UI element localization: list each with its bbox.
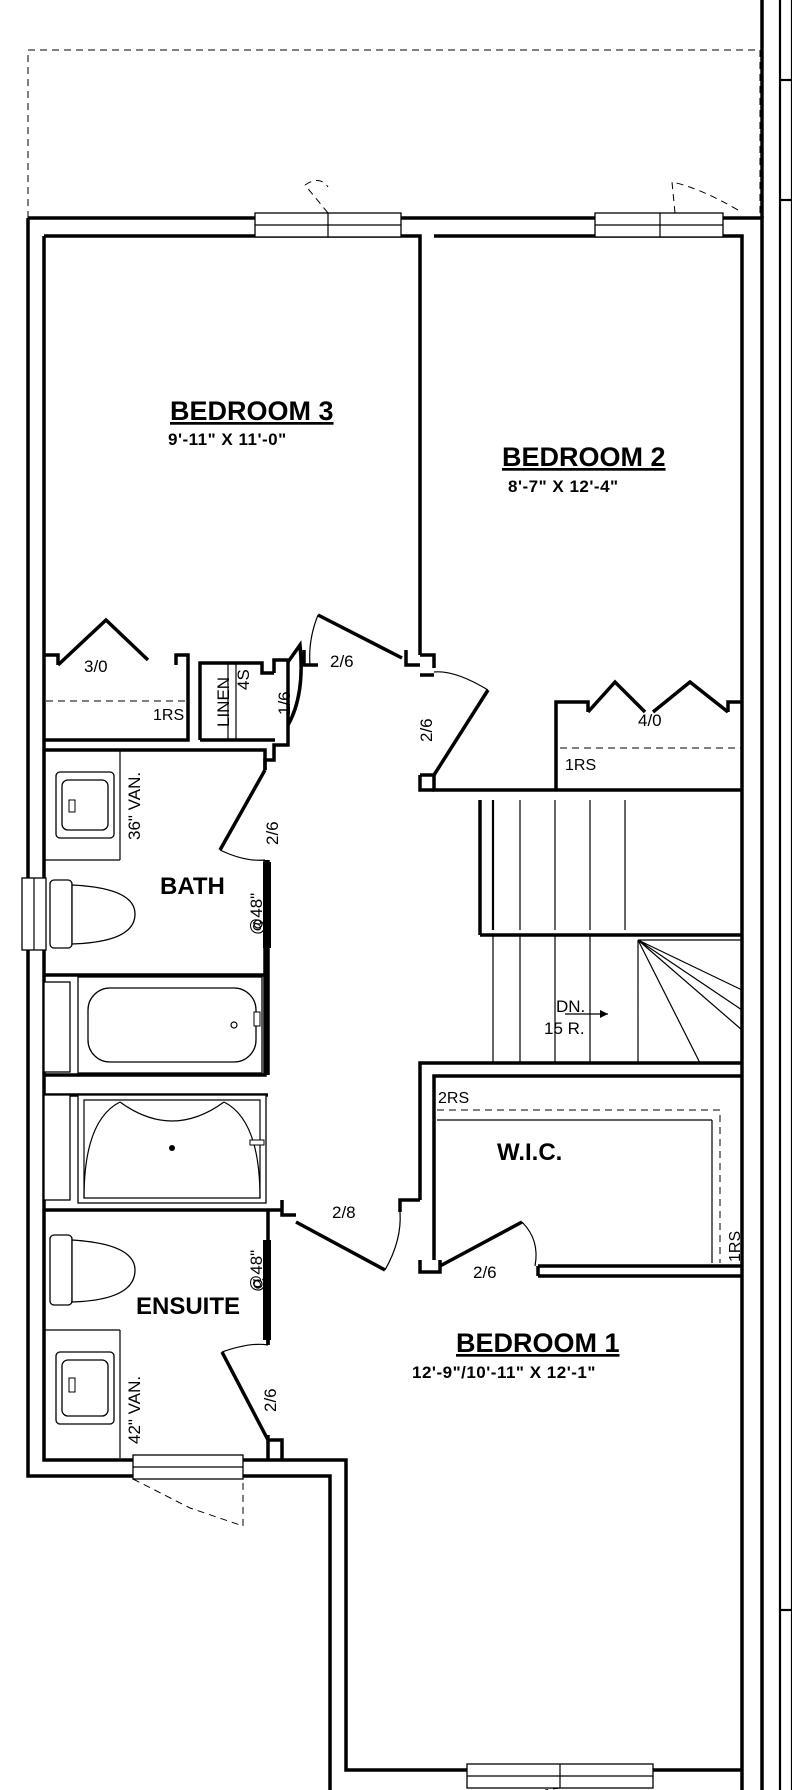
room-name-bedroom2: BEDROOM 2 [502,442,666,472]
door-label-bedroom2: 2/6 [417,718,436,742]
toilet-icon [49,879,136,949]
rod-label-wic-side: 1RS [727,1231,744,1262]
door-bath [218,769,267,861]
stair-direction-label: DN. [556,997,585,1016]
door-label-bedroom3: 2/6 [330,652,354,671]
window-bath [21,877,47,951]
ensuite-grab-label: @48" [247,1250,266,1292]
window-ensuite [132,1454,244,1527]
door-ensuite-wc [220,1343,284,1460]
shower-icon [43,1094,267,1204]
grab-bar-ensuite [253,1240,271,1340]
door-label-wic: 2/6 [473,1263,497,1282]
bath-wall [44,748,268,1097]
rod-label-closet3: 1RS [153,707,184,724]
linen-closet [198,661,275,742]
rod-label-closet2: 1RS [565,757,596,774]
closet-bedroom3 [44,617,190,742]
door-wic [439,1220,537,1268]
bedroom2-wall-south [420,653,436,677]
room-name-bedroom3: BEDROOM 3 [170,396,334,426]
linen-shelves-label: 4S [234,669,253,690]
stair-risers-label: 15 R. [544,1019,585,1038]
staircase [478,800,743,1064]
door-ensuite-entry [295,1198,420,1272]
door-label-closet3: 3/0 [84,657,108,676]
door-label-closet2: 4/0 [638,711,662,730]
room-dim-bedroom1: 12'-9"/10'-11" X 12'-1" [412,1363,596,1382]
grab-bar-bath [253,862,271,948]
ensuite-vanity [44,1329,121,1458]
door-bedroom2 [418,671,742,792]
door-label-ensuite-entry: 2/8 [332,1203,356,1222]
linen-label: LINEN [214,677,233,727]
window-bedroom3 [254,180,402,238]
room-dim-bedroom2: 8'-7" X 12'-4" [508,477,619,496]
door-label-linen: 1/6 [275,691,294,715]
door-label-bath: 2/6 [263,821,282,845]
walk-in-closet [418,1061,742,1278]
bath-vanity-label: 36" VAN. [125,772,144,840]
bathtub-icon [43,976,263,1074]
balcony-outline [27,49,761,218]
bath-grab-label: @48" [247,893,266,935]
window-bedroom2 [594,181,739,238]
room-dim-bedroom3: 9'-11" X 11'-0" [168,430,287,449]
room-name-bedroom1: BEDROOM 1 [456,1328,620,1358]
ensuite-wall [44,1200,296,1460]
ensuite-vanity-label: 42" VAN. [125,1376,144,1444]
bath-vanity [44,750,121,861]
closet-bedroom2 [554,679,742,790]
room-name-wic: W.I.C. [497,1139,562,1166]
adjacent-unit-edge [760,0,792,1790]
room-name-ensuite: ENSUITE [136,1293,240,1320]
door-bedroom3 [302,613,420,667]
door-linen [286,640,303,726]
window-bedroom1 [466,1763,654,1790]
rod-label-wic-top: 2RS [438,1090,469,1107]
door-label-ensuite-wc: 2/6 [261,1388,280,1412]
room-name-bath: BATH [160,873,225,900]
toilet-icon-ensuite [49,1234,136,1306]
